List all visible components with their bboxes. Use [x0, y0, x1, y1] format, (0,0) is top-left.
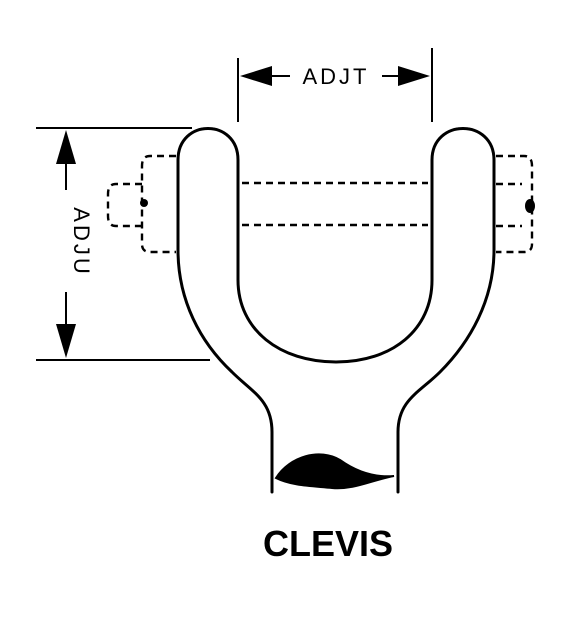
height-arrowhead-top: [56, 130, 76, 164]
height-arrowhead-bottom: [56, 324, 76, 358]
pin-head-left: [140, 154, 176, 254]
diagram-title: CLEVIS: [263, 523, 393, 564]
height-label: ADJU: [69, 207, 94, 276]
width-dimension: ADJT: [237, 48, 433, 122]
width-arrowhead-right: [398, 66, 430, 86]
cotter-hole-left: [140, 199, 148, 207]
width-label: ADJT: [303, 64, 370, 89]
width-arrowhead-left: [240, 66, 272, 86]
pin-end-right: [496, 182, 522, 228]
height-dimension: ADJU: [36, 127, 210, 361]
clevis-body: [106, 127, 535, 494]
cotter-left: [106, 182, 142, 228]
clevis-outer-outline: [176, 127, 496, 494]
cotter-head-right: [525, 199, 535, 213]
shank-break-mark: [274, 453, 395, 490]
